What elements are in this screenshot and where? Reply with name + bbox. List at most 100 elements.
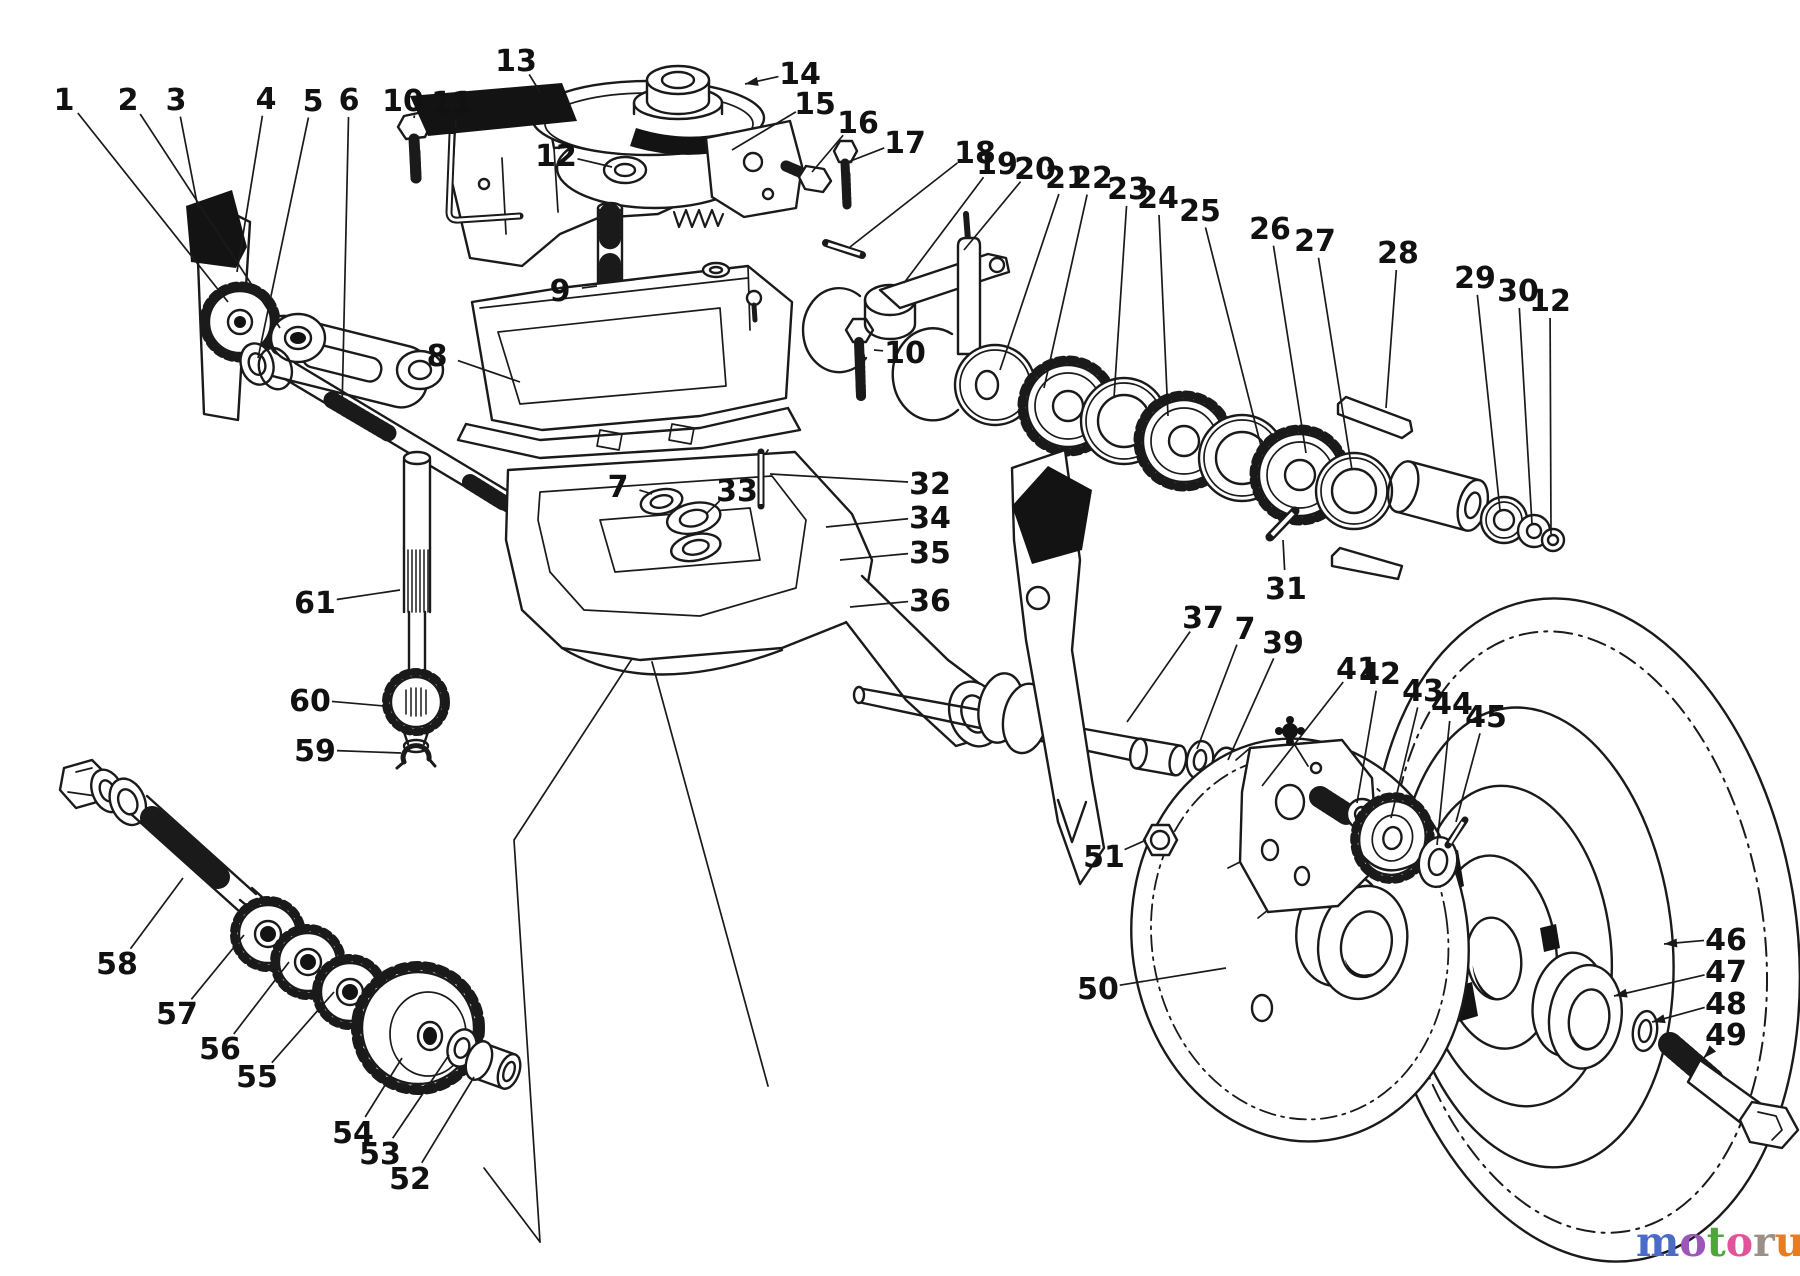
diff-plate-part41 — [1238, 738, 1380, 914]
logo-letter-m: m — [1636, 1218, 1680, 1266]
leader-line-45 — [1455, 733, 1481, 823]
bushing-part52 — [464, 1040, 522, 1090]
callout-label-52: 52 — [389, 1162, 431, 1197]
leader-line-15 — [731, 111, 797, 151]
leader-line-8 — [457, 359, 521, 383]
leader-line-10 — [873, 349, 884, 352]
leader-line-60 — [331, 700, 385, 707]
callout-label-34: 34 — [909, 501, 951, 536]
leader-line-50 — [1119, 967, 1227, 987]
callout-label-41: 41 — [1336, 652, 1378, 687]
leader-line-9 — [581, 285, 598, 289]
clutch-gear-stack — [953, 343, 1566, 581]
leader-line-24 — [1158, 214, 1169, 417]
leader-line-3 — [179, 116, 199, 209]
leader-line-39 — [1227, 657, 1275, 761]
leader-line-26 — [1272, 245, 1307, 454]
callout-label-20: 20 — [1014, 152, 1056, 187]
small-screw-glyph — [1275, 716, 1309, 767]
callout-label-7: 7 — [608, 470, 629, 505]
leader-arrowhead — [1614, 988, 1628, 998]
callout-label-61: 61 — [294, 586, 336, 621]
leader-arrowhead — [745, 77, 759, 86]
logo-letter-o: o — [1725, 1218, 1754, 1266]
belt-part13 — [410, 83, 577, 136]
callout-label-49: 49 — [1705, 1018, 1747, 1053]
leader-line-27 — [1317, 257, 1353, 471]
axle-shaft-assembly — [852, 448, 1267, 886]
leader-line-57 — [190, 934, 245, 1000]
gear-case-upper-housing — [456, 211, 1011, 460]
leader-line-2 — [139, 113, 281, 329]
leader-line-16 — [811, 134, 844, 173]
leader-line-52 — [421, 1076, 475, 1164]
callout-label-44: 44 — [1431, 687, 1473, 722]
leader-line-23 — [1113, 205, 1128, 399]
callout-label-37: 37 — [1182, 601, 1224, 636]
key-part28 — [1336, 395, 1414, 440]
callout-label-9: 9 — [550, 274, 571, 309]
callout-label-26: 26 — [1249, 212, 1291, 247]
leader-line-44 — [1436, 720, 1451, 846]
leader-line-30 — [1518, 307, 1533, 525]
leader-line-4 — [236, 115, 264, 273]
callout-label-47: 47 — [1705, 955, 1747, 990]
leader-line-12 — [577, 157, 613, 168]
callout-label-57: 57 — [156, 997, 198, 1032]
callout-label-59: 59 — [294, 734, 336, 769]
callout-label-4: 4 — [256, 82, 277, 117]
callout-label-18: 18 — [954, 136, 996, 171]
leader-line-54 — [364, 1057, 403, 1118]
leader-line-59 — [336, 749, 402, 754]
leader-line-25 — [1204, 227, 1263, 451]
clip-part59 — [400, 743, 432, 765]
callout-label-10: 10 — [884, 336, 926, 371]
leader-arrowhead — [1652, 1014, 1666, 1024]
sprocket-part54 — [351, 961, 485, 1095]
callout-label-23: 23 — [1107, 172, 1149, 207]
gear-part60 — [382, 668, 450, 736]
leader-line-7 — [1196, 644, 1238, 750]
callout-label-8: 8 — [427, 339, 448, 374]
callout-label-30: 30 — [1497, 274, 1539, 309]
leader-line-58 — [129, 877, 184, 950]
leader-line-22 — [1043, 194, 1088, 389]
callout-label-13: 13 — [495, 44, 537, 79]
leader-line-42 — [1356, 690, 1378, 804]
callout-label-17: 17 — [884, 126, 926, 161]
callout-label-19: 19 — [976, 147, 1018, 182]
callout-label-42: 42 — [1359, 657, 1401, 692]
worm-shaft-assembly — [382, 450, 450, 770]
callout-label-5: 5 — [303, 84, 324, 119]
callout-label-45: 45 — [1465, 700, 1507, 735]
differential-assembly — [1142, 716, 1469, 919]
callout-label-39: 39 — [1262, 626, 1304, 661]
callout-label-53: 53 — [359, 1137, 401, 1172]
leader-line-37 — [1126, 631, 1191, 723]
leader-arrowhead — [1664, 938, 1678, 948]
callout-label-46: 46 — [1705, 923, 1747, 958]
callout-label-11: 11 — [431, 86, 473, 121]
washer-part48 — [1631, 1009, 1659, 1053]
leader-line-51 — [1124, 839, 1147, 851]
callout-label-14: 14 — [779, 57, 821, 92]
bracket-part15 — [704, 119, 804, 219]
callout-label-48: 48 — [1705, 987, 1747, 1022]
callout-label-22: 22 — [1071, 161, 1113, 196]
bearing-part47 — [1531, 951, 1623, 1070]
axle-bolt-part49 — [1658, 1032, 1800, 1150]
leader-line-34 — [825, 517, 909, 528]
bolt-part16 — [797, 164, 833, 194]
callout-label-25: 25 — [1179, 194, 1221, 229]
leader-line-43 — [1390, 707, 1419, 819]
leader-line-47 — [1613, 974, 1705, 997]
callout-label-21: 21 — [1045, 161, 1087, 196]
callout-label-12: 12 — [535, 139, 577, 174]
leader-line-12 — [1549, 317, 1552, 535]
callout-label-36: 36 — [909, 584, 951, 619]
engine-pulley-assembly — [396, 64, 859, 349]
leader-line-35 — [839, 552, 909, 561]
